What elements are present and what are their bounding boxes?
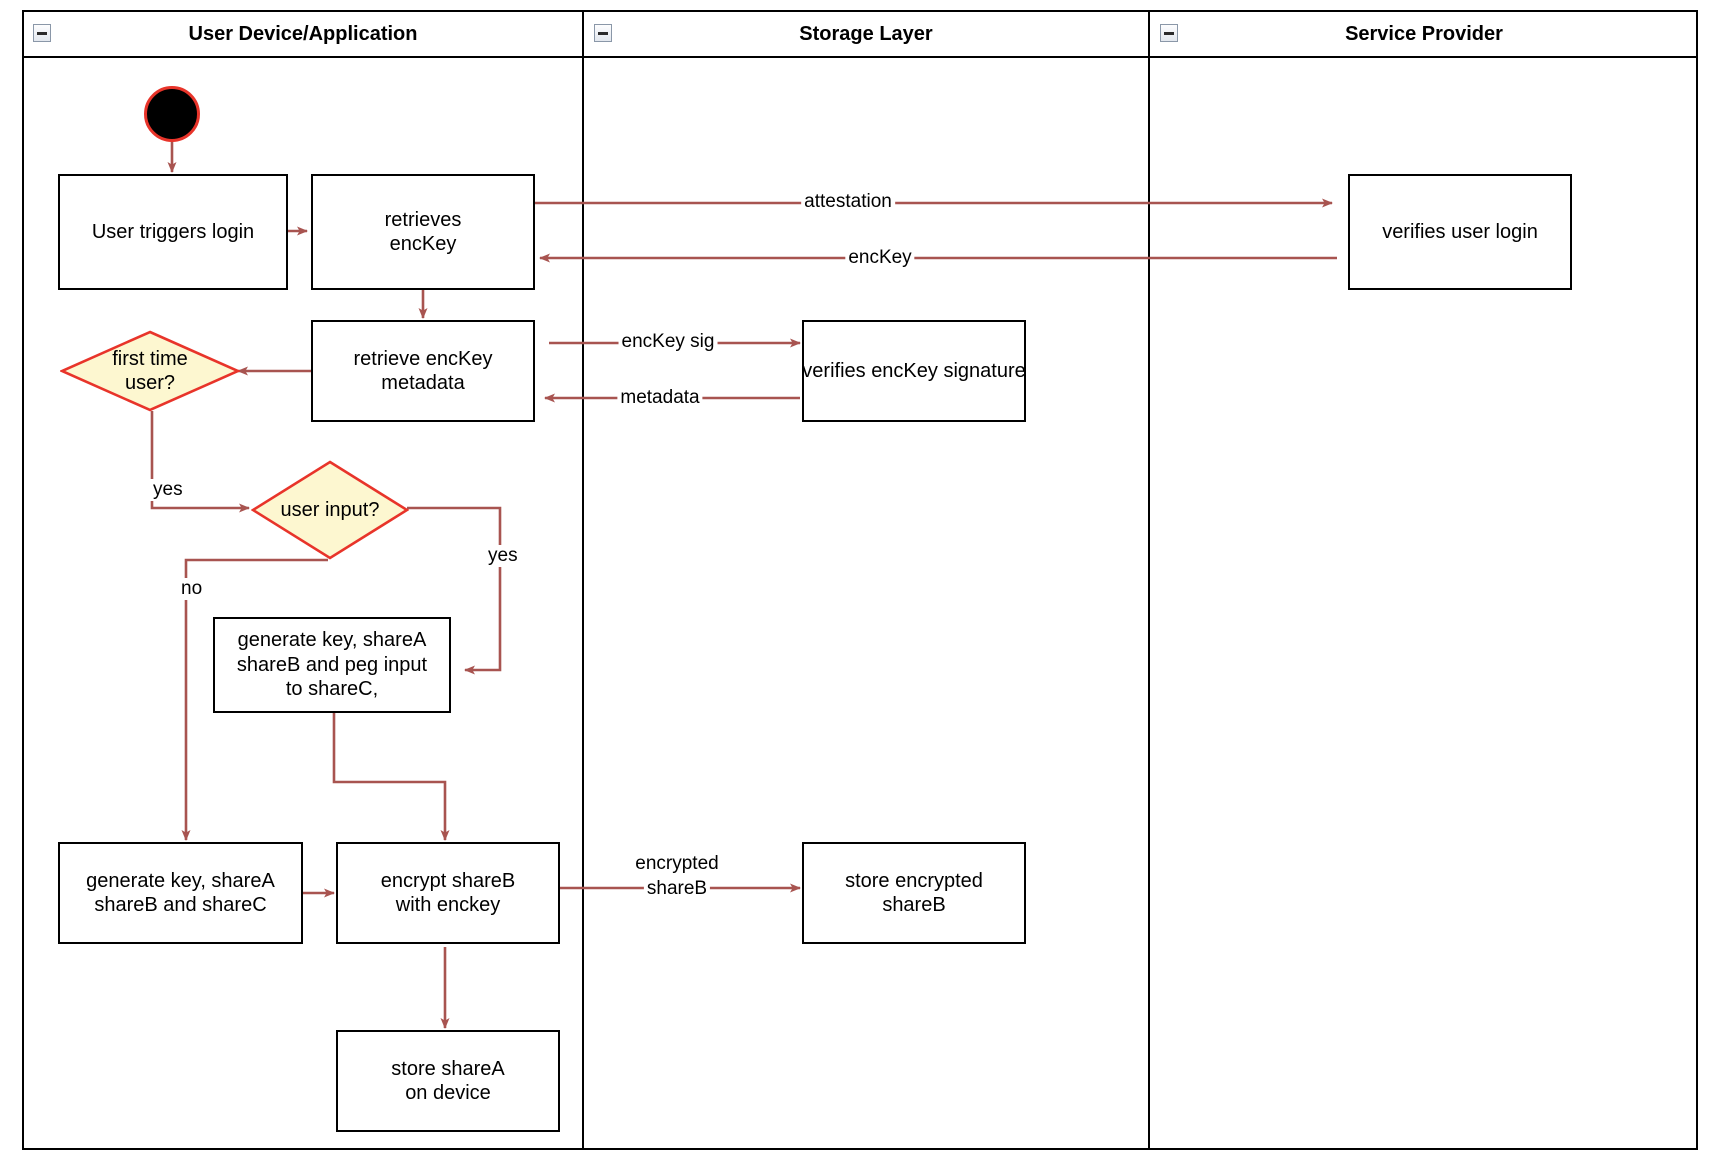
node-generate-peg[interactable]: generate key, shareA shareB and peg inpu… xyxy=(213,617,451,713)
node-store-sharea[interactable]: store shareA on device xyxy=(336,1030,560,1132)
node-label-line1: generate key, shareA xyxy=(86,869,275,892)
node-label-line1: store encrypted xyxy=(845,869,983,892)
node-encrypt-shareb[interactable]: encrypt shareB with enckey xyxy=(336,842,560,944)
lane-separator-1 xyxy=(582,10,584,1150)
edge-label-attestation: attestation xyxy=(801,191,895,213)
node-label-line2: metadata xyxy=(381,372,465,394)
edge-label-user-input-yes: yes xyxy=(485,545,521,567)
lane-title-user-device: User Device/Application xyxy=(188,23,418,45)
node-label: verifies encKey signature xyxy=(802,359,1026,382)
node-label-line1: retrieve encKey xyxy=(353,347,493,370)
node-verifies-user-login[interactable]: verifies user login xyxy=(1348,174,1572,290)
collapse-icon-lane-storage[interactable] xyxy=(594,24,612,42)
node-label-line1: encrypt shareB xyxy=(380,869,516,892)
node-verifies-enckey-signature[interactable]: verifies encKey signature xyxy=(802,320,1026,422)
lane-separator-2 xyxy=(1148,10,1150,1150)
edge-label-first-time-yes: yes xyxy=(150,479,186,501)
node-label-line1: generate key, shareA xyxy=(237,629,427,652)
decision-label-line1: first time xyxy=(112,348,188,370)
node-user-triggers-login[interactable]: User triggers login xyxy=(58,174,288,290)
node-label-line1: store shareA xyxy=(391,1057,505,1080)
node-label-line2: shareB xyxy=(882,894,946,916)
diamond-shape xyxy=(250,460,410,560)
node-retrieves-enckey[interactable]: retrieves encKey xyxy=(311,174,535,290)
decision-user-input[interactable]: user input? xyxy=(250,460,410,560)
node-label-line1: retrieves xyxy=(384,208,462,231)
edge-label-user-input-no: no xyxy=(178,578,206,600)
edge-label-enckey: encKey xyxy=(845,247,915,269)
node-label-line2: with enckey xyxy=(395,894,501,916)
edge-label-metadata: metadata xyxy=(617,387,703,409)
collapse-icon-lane-user-device[interactable] xyxy=(33,24,51,42)
lane-header-band xyxy=(22,10,1698,58)
edge-label-enckey-sig: encKey sig xyxy=(618,331,718,353)
node-label-line2: encKey xyxy=(389,233,457,255)
start-node[interactable] xyxy=(144,86,200,142)
lane-title-service-provider: Service Provider xyxy=(1345,23,1503,45)
node-label: User triggers login xyxy=(91,220,255,243)
decision-first-time-user[interactable]: first time user? xyxy=(58,330,242,412)
node-label-line2: on device xyxy=(405,1082,491,1104)
node-label-line3: to shareC, xyxy=(285,678,379,701)
node-label-line2: shareB and shareC xyxy=(94,894,267,916)
edge-label-encrypted-shareb-line2: shareB xyxy=(643,878,711,900)
edge-label-encrypted-shareb-line1: encrypted xyxy=(632,853,722,875)
decision-label-line2: user? xyxy=(124,372,176,394)
lane-title-storage: Storage Layer xyxy=(799,23,933,45)
collapse-icon-lane-service-provider[interactable] xyxy=(1160,24,1178,42)
diamond-shape xyxy=(58,330,242,412)
node-label: verifies user login xyxy=(1382,220,1538,243)
node-retrieve-enckey-metadata[interactable]: retrieve encKey metadata xyxy=(311,320,535,422)
decision-label: user input? xyxy=(280,499,380,521)
node-generate-shares[interactable]: generate key, shareA shareB and shareC xyxy=(58,842,303,944)
node-label-line2: shareB and peg input xyxy=(236,653,428,676)
node-store-encrypted-shareb[interactable]: store encrypted shareB xyxy=(802,842,1026,944)
